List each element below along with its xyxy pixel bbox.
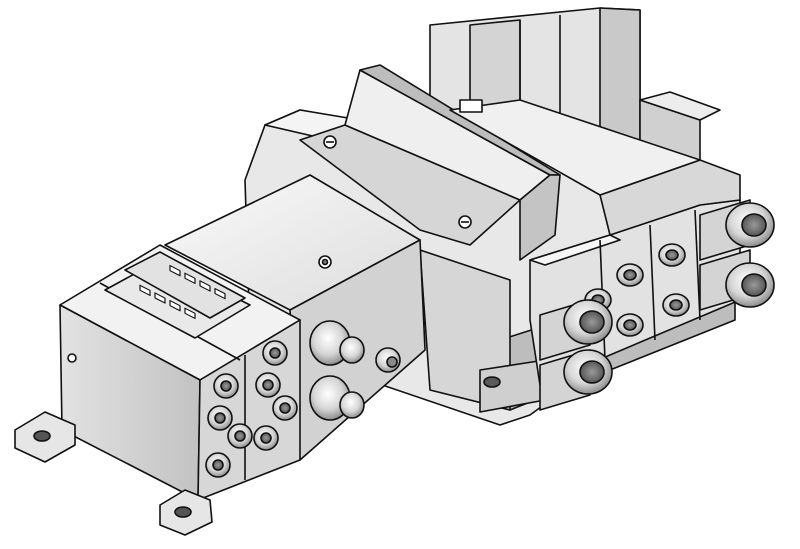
m12-connector: [309, 375, 365, 421]
io-port-grid: [205, 340, 298, 478]
small-port: [616, 263, 644, 287]
valve-small-ports: [584, 243, 690, 337]
mounting-foot-bottom: [159, 489, 213, 536]
io-port: [255, 372, 281, 398]
mounting-foot-left: [14, 411, 76, 463]
large-fitting: [699, 199, 775, 261]
io-port: [227, 423, 253, 449]
io-port: [205, 452, 231, 478]
small-port: [658, 243, 686, 267]
io-module-housing: [59, 244, 301, 501]
large-fitting: [699, 249, 775, 311]
led-indicator-panel: [139, 264, 226, 320]
ground-stud: [375, 347, 401, 373]
io-port: [213, 373, 239, 399]
small-port: [662, 293, 690, 317]
small-port: [616, 313, 644, 337]
side-screw-hole: [67, 353, 77, 363]
io-port: [207, 405, 233, 431]
large-fitting: [539, 299, 613, 361]
din-rail-plate: [299, 64, 561, 261]
io-port: [253, 425, 279, 451]
large-fitting: [539, 349, 613, 411]
io-port: [272, 395, 298, 421]
m12-connector: [309, 320, 365, 366]
io-port: [262, 340, 288, 366]
